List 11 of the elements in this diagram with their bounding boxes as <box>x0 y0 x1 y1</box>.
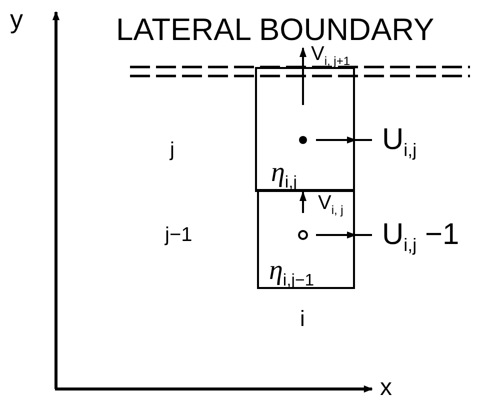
grid-cell <box>255 67 355 192</box>
column-label: i <box>300 308 305 330</box>
axis-label: y <box>10 6 23 32</box>
grid-cell <box>257 189 355 289</box>
title: LATERAL BOUNDARY <box>116 14 434 45</box>
vector-label: V$_{i, j}$ <box>318 193 344 216</box>
row-label: j−1 <box>165 225 192 245</box>
vector-label: U$_{i,j}$ −1 <box>382 220 460 254</box>
vector-label: U$_{i,j}$ <box>382 125 417 159</box>
axis-label: x <box>380 376 392 400</box>
row-label: j <box>170 140 174 160</box>
